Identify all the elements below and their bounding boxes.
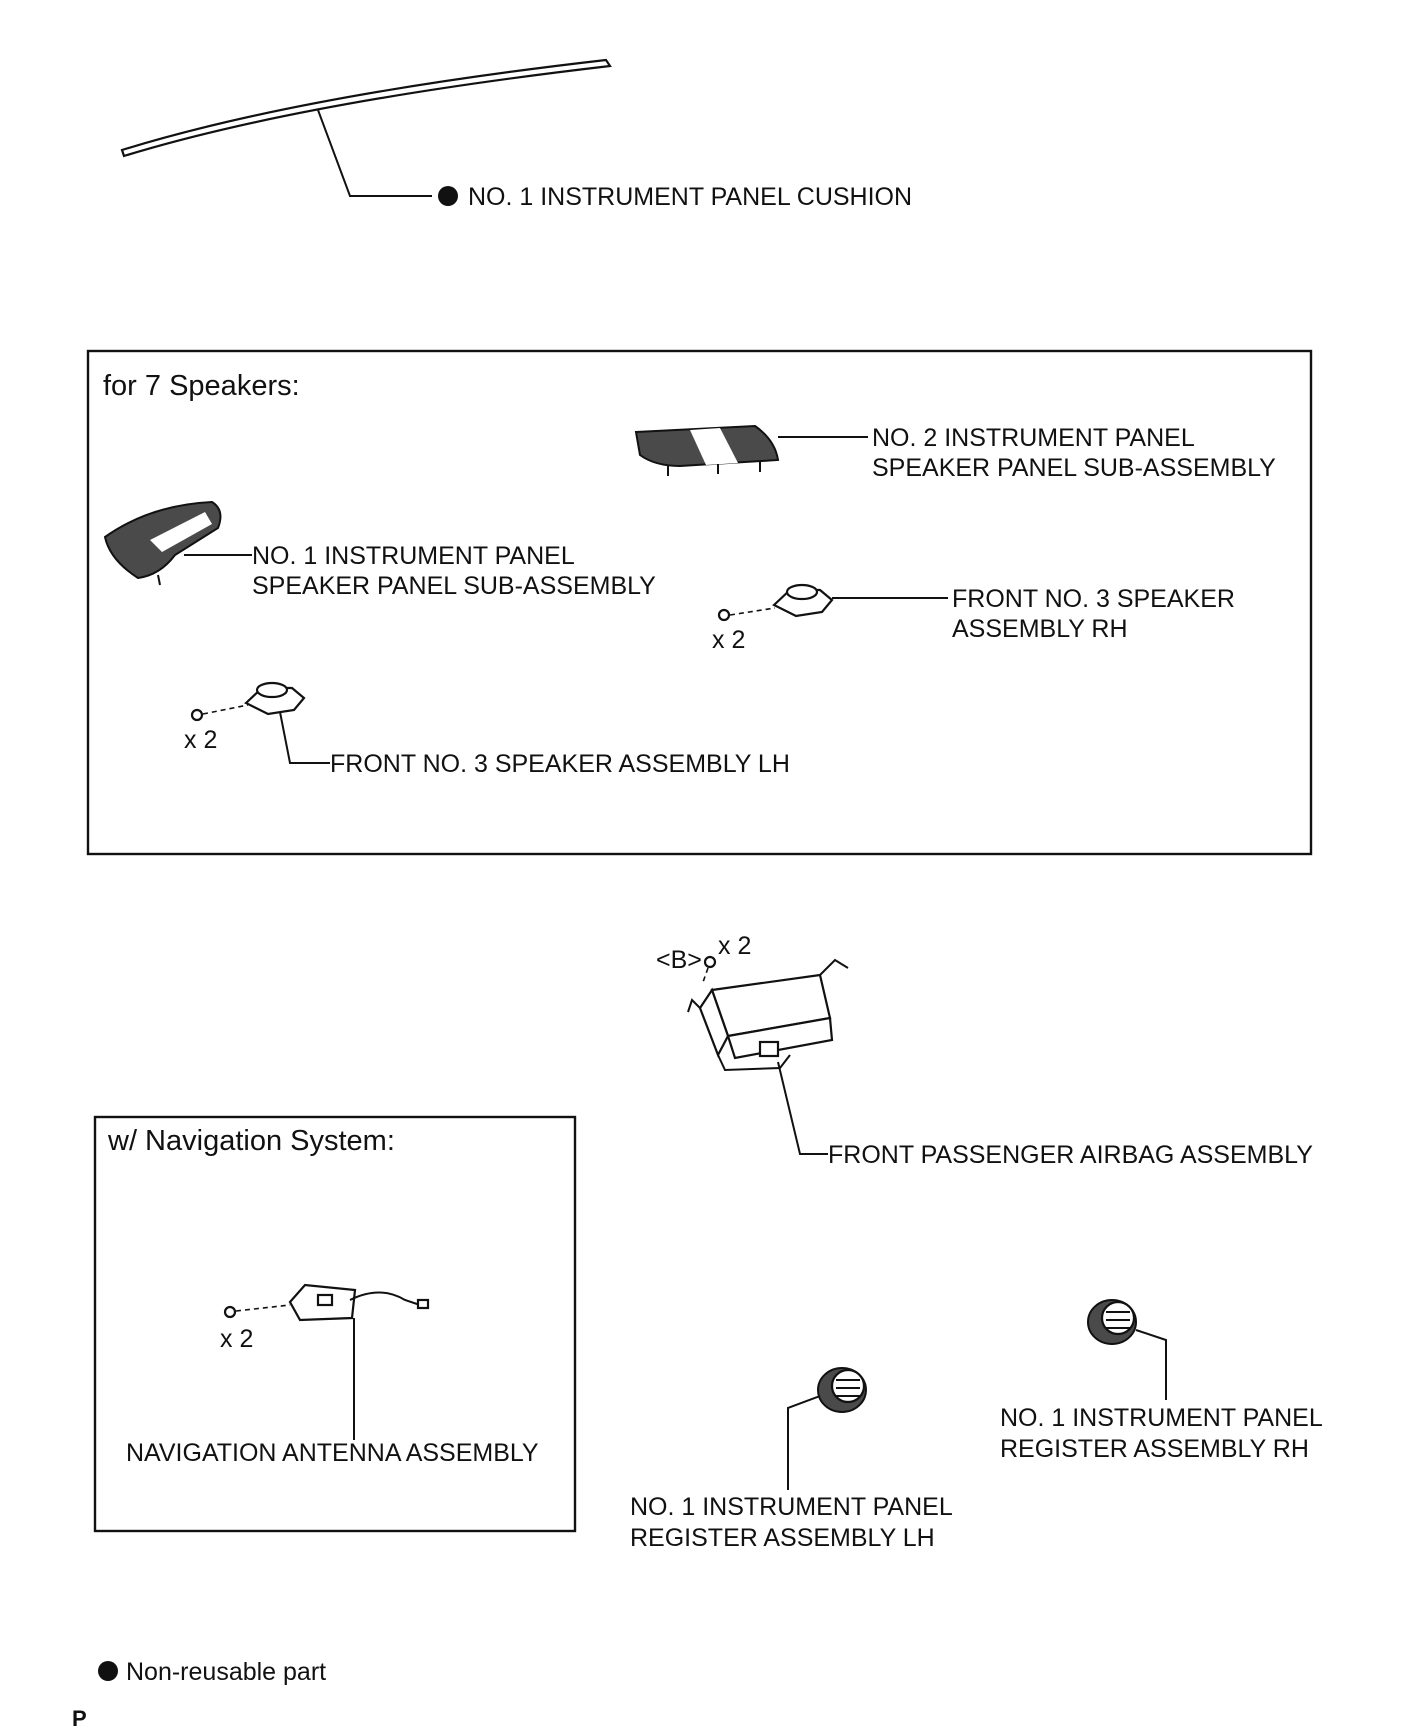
speaker-rh-label-line1: FRONT NO. 3 SPEAKER — [952, 585, 1235, 613]
non-reusable-marker — [438, 186, 458, 206]
airbag-part: <B> x 2 FRONT PASSENGER AIRBAG ASSEMBLY — [656, 932, 1313, 1169]
cushion-label: NO. 1 INSTRUMENT PANEL CUSHION — [468, 183, 912, 211]
airbag-label: FRONT PASSENGER AIRBAG ASSEMBLY — [828, 1141, 1313, 1169]
footer-code: P — [72, 1706, 87, 1731]
speaker-panel-no1-part: NO. 1 INSTRUMENT PANEL SPEAKER PANEL SUB… — [103, 500, 656, 600]
register-lh-label-line1: NO. 1 INSTRUMENT PANEL — [630, 1493, 953, 1521]
screw-icon — [190, 708, 204, 722]
speaker-panel-no1-label-line1: NO. 1 INSTRUMENT PANEL — [252, 542, 575, 570]
screw-icon — [223, 1305, 237, 1319]
speaker-panel-no2-label-line2: SPEAKER PANEL SUB-ASSEMBLY — [872, 454, 1276, 482]
speaker-lh-qty: x 2 — [184, 726, 217, 754]
non-reusable-legend-marker — [98, 1661, 118, 1681]
speaker-panel-no2-part: NO. 2 INSTRUMENT PANEL SPEAKER PANEL SUB… — [634, 424, 1276, 482]
speaker-panel-no2-label-line1: NO. 2 INSTRUMENT PANEL — [872, 424, 1195, 452]
speaker-lh-part: x 2 FRONT NO. 3 SPEAKER ASSEMBLY LH — [184, 681, 790, 778]
cushion-part: NO. 1 INSTRUMENT PANEL CUSHION — [120, 58, 912, 211]
nav-qty: x 2 — [220, 1325, 253, 1353]
speakers-box — [86, 349, 1313, 856]
register-rh-label-line2: REGISTER ASSEMBLY RH — [1000, 1435, 1309, 1463]
airbag-bolt-code: <B> — [656, 946, 702, 974]
nav-antenna-label: NAVIGATION ANTENNA ASSEMBLY — [126, 1439, 539, 1467]
speaker-panel-no1-label-line2: SPEAKER PANEL SUB-ASSEMBLY — [252, 572, 656, 600]
speakers-box-title: for 7 Speakers: — [103, 370, 300, 402]
register-rh-part: NO. 1 INSTRUMENT PANEL REGISTER ASSEMBLY… — [1000, 1299, 1323, 1463]
bolt-icon — [703, 955, 717, 969]
non-reusable-legend-label: Non-reusable part — [126, 1658, 326, 1686]
register-rh-label-line1: NO. 1 INSTRUMENT PANEL — [1000, 1404, 1323, 1432]
speaker-lh-label: FRONT NO. 3 SPEAKER ASSEMBLY LH — [330, 750, 790, 778]
register-lh-part: NO. 1 INSTRUMENT PANEL REGISTER ASSEMBLY… — [630, 1367, 953, 1552]
airbag-bolt-qty: x 2 — [718, 932, 751, 960]
speaker-rh-qty: x 2 — [712, 626, 745, 654]
nav-antenna-part: x 2 NAVIGATION ANTENNA ASSEMBLY — [126, 1283, 539, 1467]
speaker-rh-label-line2: ASSEMBLY RH — [952, 615, 1128, 643]
register-lh-label-line2: REGISTER ASSEMBLY LH — [630, 1524, 935, 1552]
nav-box — [93, 1115, 577, 1533]
speaker-rh-part: x 2 FRONT NO. 3 SPEAKER ASSEMBLY RH — [712, 583, 1235, 654]
screw-icon — [717, 608, 731, 622]
nav-box-title: w/ Navigation System: — [107, 1125, 395, 1157]
